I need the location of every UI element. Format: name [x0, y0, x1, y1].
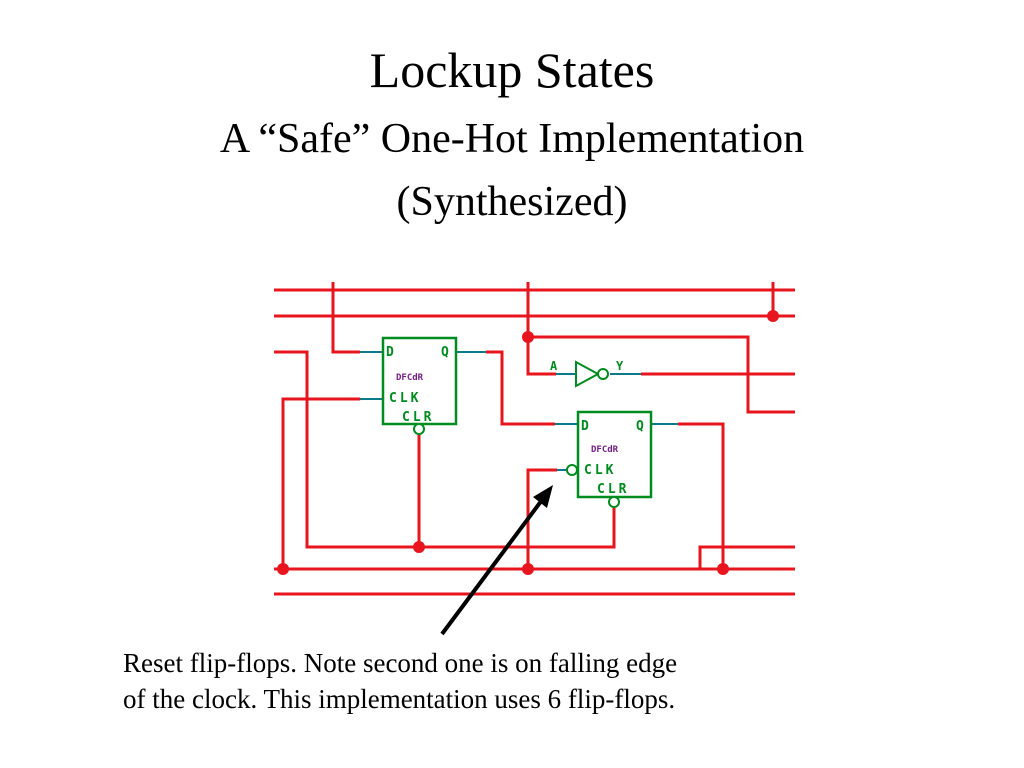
inverter-triangle [575, 360, 601, 388]
slide-title: Lockup States [369, 42, 655, 98]
flipflop-q-label: Q [441, 345, 449, 360]
junctions [277, 310, 779, 575]
flipflop-clr-label: CLR [402, 410, 434, 425]
junction-dot [522, 563, 534, 575]
flipflop-d-label: D [386, 345, 394, 360]
flipflop-1: D Q DFCdR CLK CLR [360, 336, 486, 435]
junction-dot [277, 563, 289, 575]
caption-line-1: Reset flip-flops. Note second one is on … [123, 648, 678, 678]
wire [486, 350, 555, 426]
slide-subtitle-synthesized: (Synthesized) [396, 179, 628, 225]
clr-bubble [608, 496, 620, 508]
flipflop-clr-label: CLR [597, 482, 629, 497]
junction-dot [522, 331, 534, 343]
clr-bubble [413, 423, 425, 435]
wires [274, 282, 795, 596]
wire [331, 282, 360, 354]
wire [526, 282, 556, 376]
flipflop-d-label: D [581, 419, 589, 434]
pointer-arrow [440, 485, 553, 636]
arrow-head [533, 485, 553, 508]
junction-dot [767, 310, 779, 322]
caption-line-2: of the clock. This implementation uses 6… [123, 684, 676, 714]
inverter: A Y [550, 359, 641, 388]
flipflop-type-label: DFCdR [591, 445, 619, 455]
junction-dot [413, 541, 425, 553]
wire [526, 468, 557, 569]
wire [274, 350, 616, 549]
flipflop-clk-label: CLK [584, 463, 616, 478]
caption-text: Reset flip-flops. Note second one is on … [123, 645, 883, 717]
inverter-bubble [597, 368, 609, 380]
arrow-shaft [440, 498, 544, 636]
wire [698, 545, 795, 569]
wire [281, 397, 360, 569]
slide-subtitle: A “Safe” One-Hot Implementation [219, 116, 805, 162]
flipflop-q-label: Q [636, 419, 644, 434]
wire [678, 422, 725, 569]
inverter-input-label: A [550, 359, 558, 373]
flipflop-clk-label: CLK [389, 391, 421, 406]
clk-inversion-bubble [566, 464, 578, 476]
flipflop-type-label: DFCdR [396, 373, 424, 383]
flipflop-2: D Q DFCdR CLK CLR [555, 410, 678, 508]
junction-dot [717, 563, 729, 575]
inverter-output-label: Y [616, 359, 624, 373]
